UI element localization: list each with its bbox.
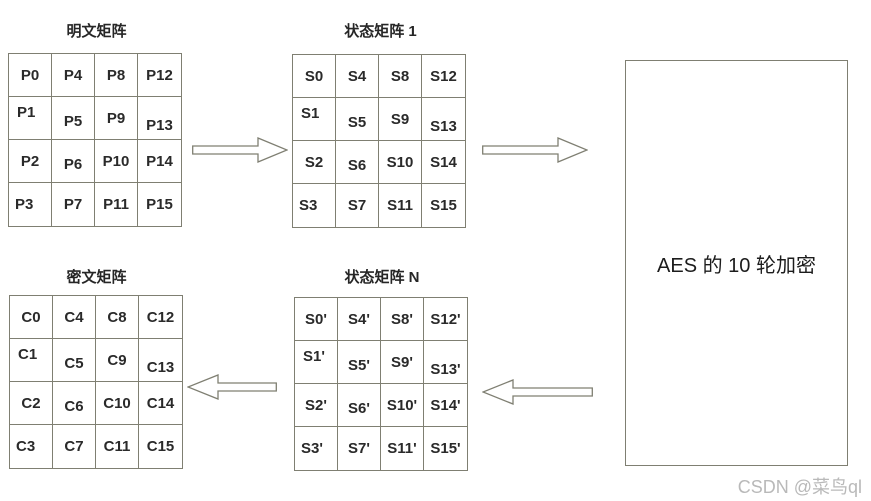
matrix-cell: C3 — [10, 425, 53, 468]
matrix-cell: S0 — [293, 55, 336, 98]
matrix-cell: C6 — [53, 382, 96, 425]
matrix-cell: S13 — [422, 98, 465, 141]
arrow-right-icon — [192, 137, 288, 163]
matrix-cell: C8 — [96, 296, 139, 339]
matrix-cell: S3' — [295, 427, 338, 470]
matrix-cell: P1 — [9, 97, 52, 140]
matrix-cell: P5 — [52, 97, 95, 140]
matrix-cell: S10' — [381, 384, 424, 427]
matrix-cell: S12 — [422, 55, 465, 98]
matrix-cell: C9 — [96, 339, 139, 382]
stateN-matrix-title: 状态矩阵 N — [344, 269, 420, 286]
matrix-cell: S9 — [379, 98, 422, 141]
matrix-cell: C4 — [53, 296, 96, 339]
matrix-cell: S4' — [338, 298, 381, 341]
matrix-cell: C0 — [10, 296, 53, 339]
ciphertext-matrix-title: 密文矩阵 — [66, 269, 127, 286]
matrix-cell: P12 — [138, 54, 181, 97]
matrix-cell: S2 — [293, 141, 336, 184]
matrix-cell: P13 — [138, 97, 181, 140]
matrix-cell: P9 — [95, 97, 138, 140]
matrix-cell: S11 — [379, 184, 422, 227]
aes-process-label: AES 的 10 轮加密 — [657, 254, 816, 277]
matrix-cell: S5' — [338, 341, 381, 384]
matrix-cell: S1' — [295, 341, 338, 384]
matrix-cell: P15 — [146, 196, 173, 213]
matrix-cell: S12' — [424, 298, 467, 341]
matrix-cell: P11 — [95, 183, 138, 226]
matrix-cell: S14' — [424, 384, 467, 427]
matrix-cell: C15 — [146, 438, 175, 455]
arrow-left-icon — [482, 379, 593, 405]
plaintext-matrix-title: 明文矩阵 — [66, 23, 127, 40]
matrix-cell: P0 — [9, 54, 52, 97]
arrow-right-icon — [482, 137, 588, 163]
matrix-cell: S6 — [336, 141, 379, 184]
matrix-cell: S8' — [381, 298, 424, 341]
matrix-cell: S14 — [422, 141, 465, 184]
matrix-cell: S9' — [381, 341, 424, 384]
matrix-cell: S5 — [336, 98, 379, 141]
matrix-cell: S15 — [430, 197, 457, 214]
matrix-cell: C7 — [53, 425, 96, 468]
matrix-cell: S15' — [430, 440, 461, 457]
matrix-cell: C5 — [53, 339, 96, 382]
matrix-cell: P14 — [138, 140, 181, 183]
matrix-cell: S1 — [293, 98, 336, 141]
matrix-cell: S7 — [336, 184, 379, 227]
matrix-cell: C2 — [10, 382, 53, 425]
state1-matrix-title: 状态矩阵 1 — [344, 23, 417, 40]
matrix-cell: S3 — [293, 184, 336, 227]
matrix-cell: C10 — [96, 382, 139, 425]
matrix-cell: S6' — [338, 384, 381, 427]
matrix-cell: S10 — [379, 141, 422, 184]
matrix-cell: S4 — [336, 55, 379, 98]
matrix-cell: C11 — [96, 425, 139, 468]
stateN-matrix: S0'S4'S8'S12' S1'S5'S9'S13' S2'S6'S10'S14'… — [294, 297, 468, 471]
matrix-cell: P2 — [9, 140, 52, 183]
watermark: CSDN @菜鸟ql — [737, 477, 862, 497]
matrix-cell: S2' — [295, 384, 338, 427]
arrow-left-icon — [187, 374, 277, 400]
matrix-cell: P3 — [9, 183, 52, 226]
aes-process-box: AES 的 10 轮加密 — [625, 60, 848, 466]
matrix-cell: C12 — [139, 296, 182, 339]
matrix-cell: P7 — [52, 183, 95, 226]
matrix-cell: S0' — [295, 298, 338, 341]
matrix-cell: P6 — [52, 140, 95, 183]
matrix-cell: C14 — [139, 382, 182, 425]
matrix-cell: P10 — [95, 140, 138, 183]
matrix-cell: S13' — [424, 341, 467, 384]
matrix-cell: P4 — [52, 54, 95, 97]
matrix-cell: C1 — [10, 339, 53, 382]
matrix-cell: C13 — [139, 339, 182, 382]
matrix-cell: S7' — [338, 427, 381, 470]
matrix-cell: P8 — [95, 54, 138, 97]
matrix-cell: S11' — [381, 427, 424, 470]
matrix-cell: S8 — [379, 55, 422, 98]
